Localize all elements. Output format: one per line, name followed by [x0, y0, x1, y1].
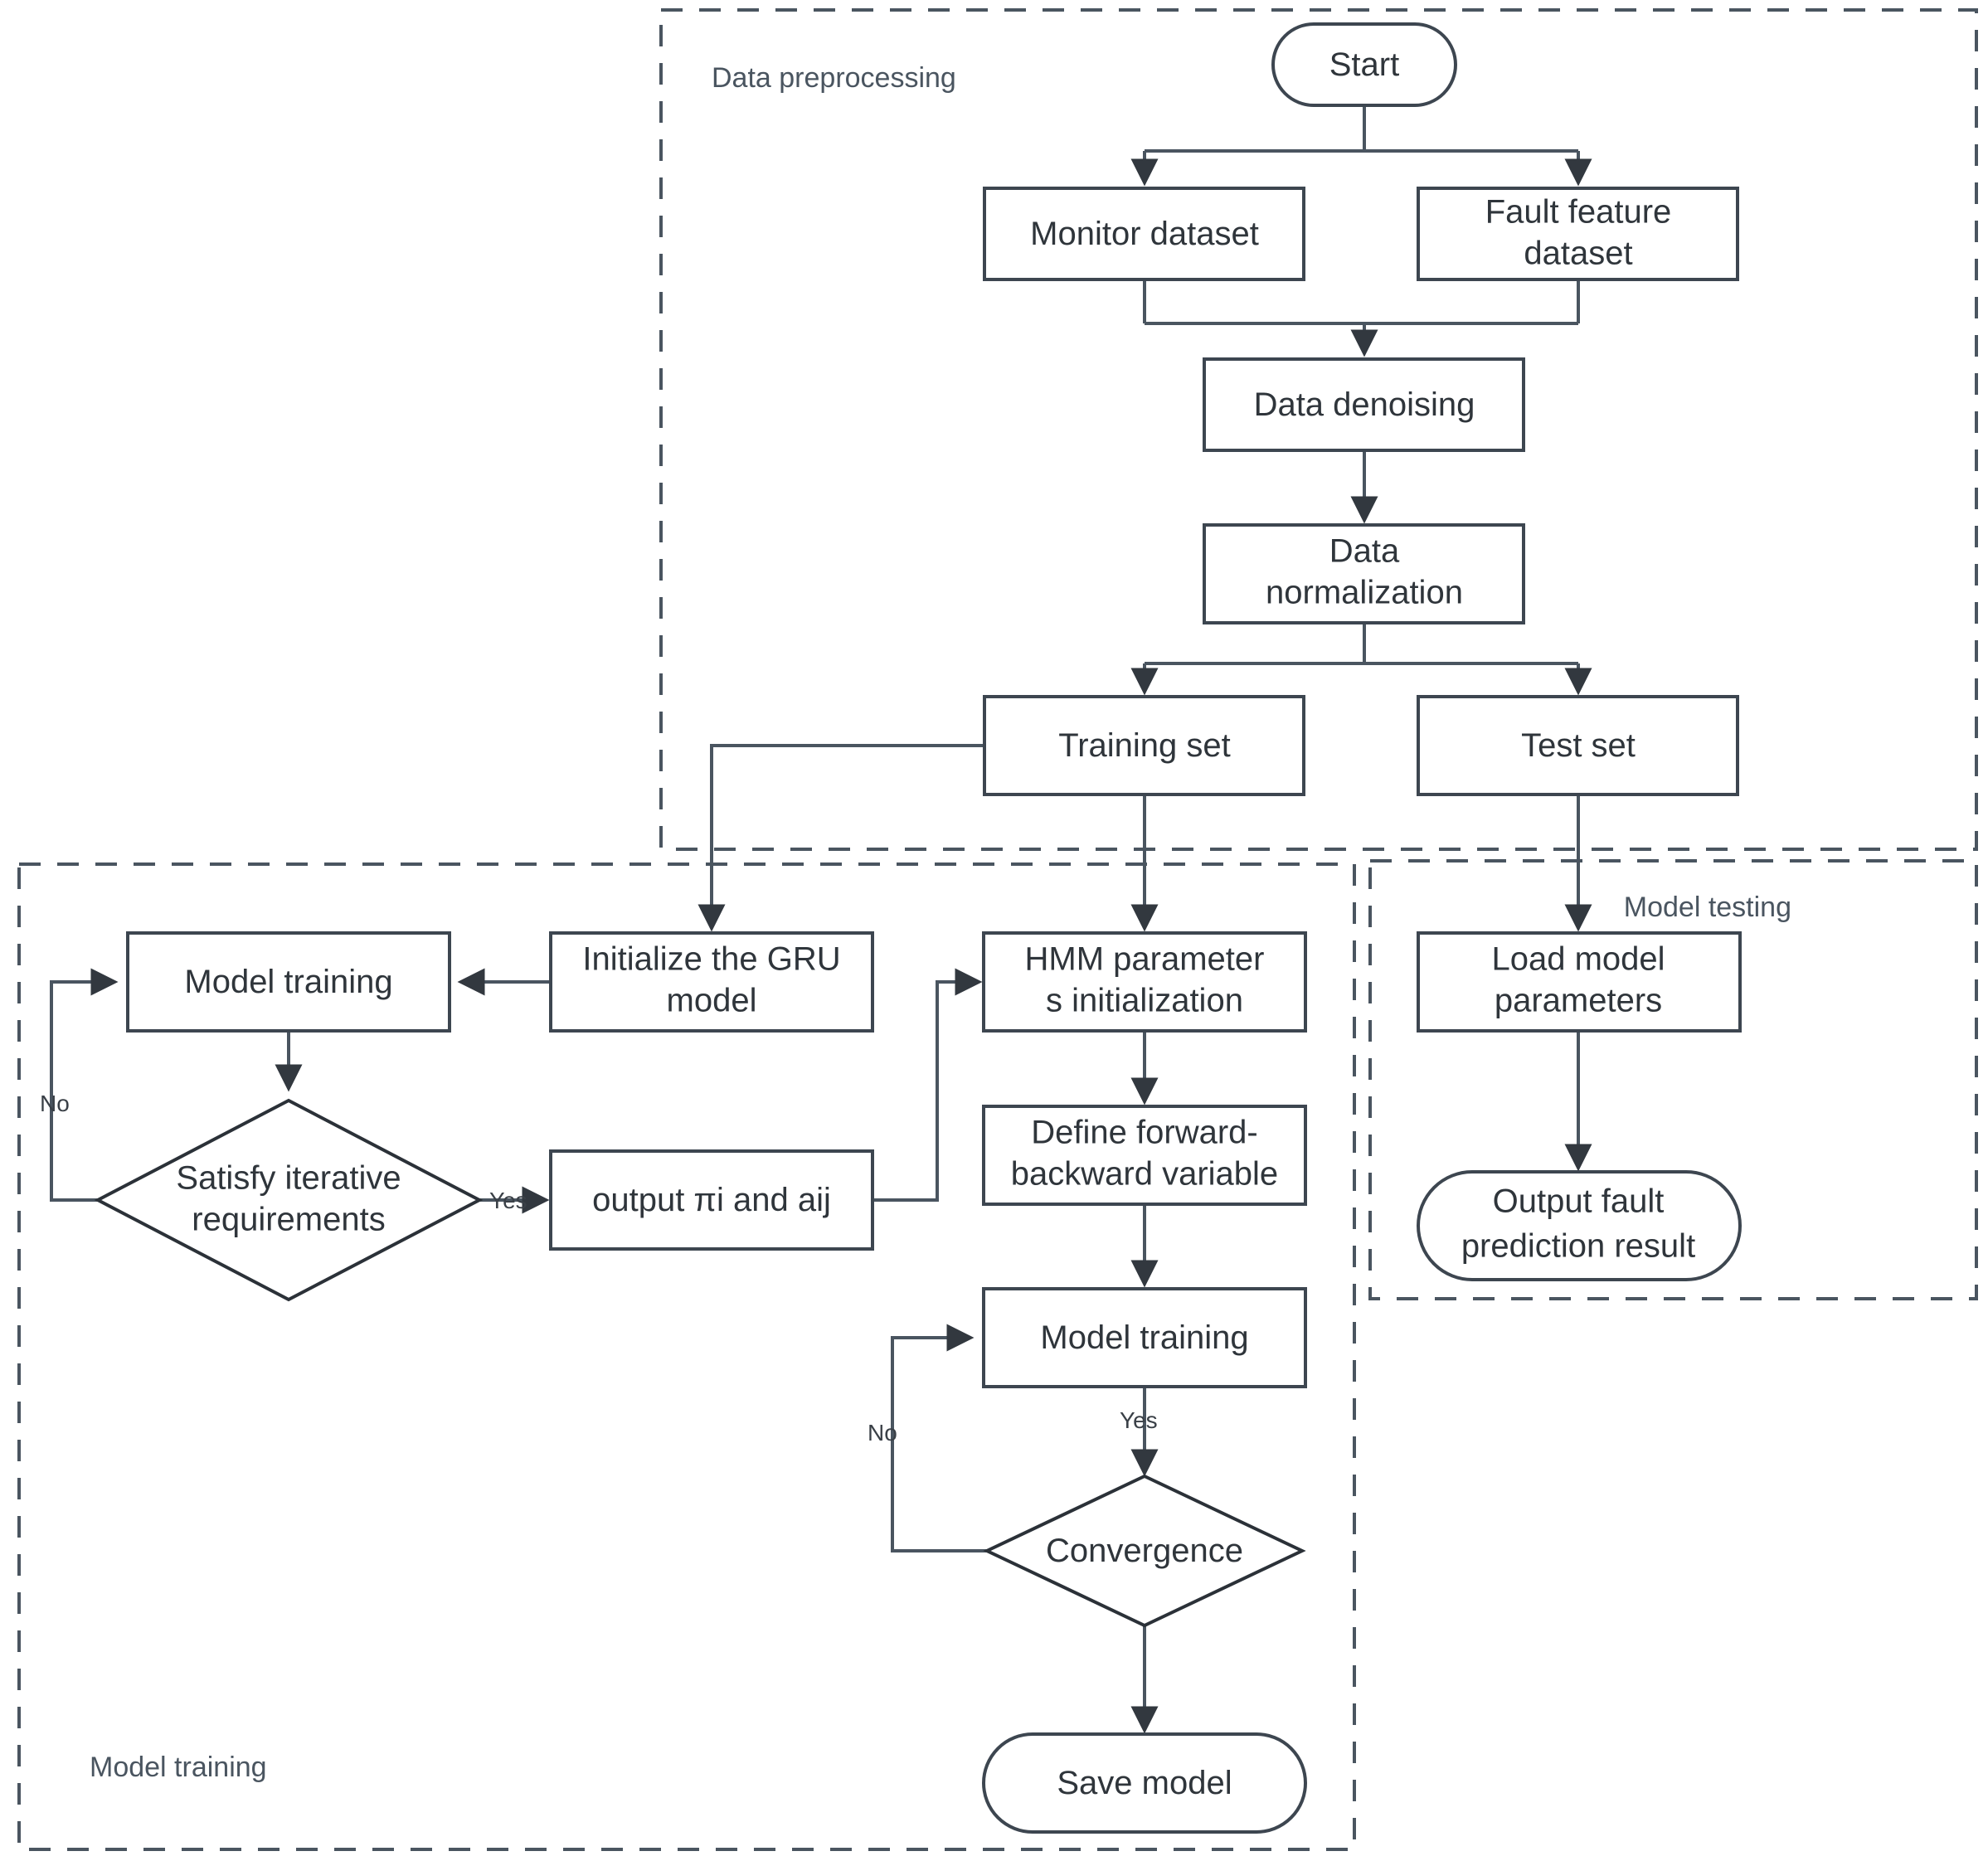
node-save-model-label: Save model — [1057, 1765, 1232, 1801]
svg-text:Monitor dataset: Monitor dataset — [1030, 216, 1259, 252]
node-satisfy-iterative-requirements[interactable]: Satisfy iterative requirements — [94, 1098, 484, 1302]
node-model-training-hmm-label: Model training — [1040, 1319, 1248, 1356]
node-fault-feature-dataset-label-line1: Fault feature — [1485, 194, 1672, 231]
node-output-fault-prediction-result[interactable]: Output fault prediction result — [1417, 1170, 1742, 1281]
node-model-training-hmm[interactable]: Model training — [982, 1287, 1307, 1388]
svg-text:Save model: Save model — [1057, 1765, 1232, 1801]
edge-trainset-gru — [698, 744, 984, 932]
node-data-denoising[interactable]: Data denoising — [1203, 357, 1525, 452]
nodes: Start Monitor dataset Fault feature data… — [94, 22, 1742, 1834]
node-convergence-label: Convergence — [1046, 1533, 1243, 1569]
group-box-model-training — [17, 862, 1356, 1851]
node-output-result-label-line1: Output fault — [1493, 1183, 1665, 1220]
node-monitor-dataset[interactable]: Monitor dataset — [983, 187, 1305, 281]
svg-text:Model training: Model training — [1040, 1319, 1248, 1356]
group-box-model-testing — [1368, 859, 1978, 1300]
edge-start-split — [1145, 105, 1578, 153]
node-save-model[interactable]: Save model — [982, 1732, 1307, 1834]
edge-label-gru-no: No — [40, 1091, 70, 1116]
svg-text:Data denoising: Data denoising — [1254, 386, 1475, 423]
node-output-result-label-line2: prediction result — [1461, 1228, 1695, 1265]
node-data-denoising-label: Data denoising — [1254, 386, 1475, 423]
svg-text:Training set: Training set — [1058, 727, 1231, 764]
edge-decision-no-loop — [50, 968, 119, 1202]
svg-text:output πi and aij: output πi and aij — [592, 1182, 831, 1218]
node-load-params-label-line2: parameters — [1495, 983, 1662, 1019]
node-initialize-gru-model-label-line1: Initialize the GRU — [582, 941, 840, 978]
edge-convergence-no-loop — [891, 1324, 987, 1552]
group-label-data-preprocessing: Data preprocessing — [712, 62, 956, 94]
node-output-pi-aij[interactable]: output πi and aij — [549, 1149, 874, 1251]
node-data-normalization[interactable]: Data normalization — [1203, 523, 1525, 624]
group-label-model-testing: Model testing — [1624, 892, 1791, 923]
edge-datasets-merge — [1143, 279, 1580, 338]
edge-label-hmm-yes: Yes — [1120, 1407, 1158, 1433]
svg-text:Convergence: Convergence — [1046, 1533, 1243, 1569]
node-load-params-label-line1: Load model — [1491, 941, 1665, 978]
node-start-label: Start — [1329, 46, 1399, 83]
node-hmm-init-label-line1: HMM parameter — [1025, 941, 1265, 978]
svg-text:Test set: Test set — [1521, 727, 1636, 764]
node-start[interactable]: Start — [1271, 22, 1457, 107]
node-convergence[interactable]: Convergence — [983, 1474, 1306, 1628]
node-training-set-label: Training set — [1058, 727, 1231, 764]
group-label-model-training: Model training — [90, 1752, 267, 1783]
node-fault-feature-dataset[interactable]: Fault feature dataset — [1417, 187, 1739, 281]
node-hmm-init-label-line2: s initialization — [1046, 983, 1243, 1019]
node-hmm-parameters-initialization[interactable]: HMM parameter s initialization — [982, 931, 1307, 1033]
node-test-set[interactable]: Test set — [1417, 695, 1739, 796]
edge-labels: No Yes No Yes — [40, 1091, 1158, 1446]
edge-label-gru-yes: Yes — [489, 1188, 527, 1213]
node-model-training-gru[interactable]: Model training — [126, 931, 451, 1033]
connectors — [50, 105, 1592, 1734]
node-output-pi-aij-label: output πi and aij — [592, 1182, 831, 1218]
edge-label-hmm-no: No — [868, 1420, 897, 1446]
node-load-model-parameters[interactable]: Load model parameters — [1417, 931, 1742, 1033]
node-fwbw-label-line2: backward variable — [1011, 1156, 1278, 1193]
group-box-preprocessing — [659, 8, 1978, 851]
svg-text:Start: Start — [1329, 46, 1399, 83]
edge-output-hmminit — [872, 968, 983, 1202]
node-training-set[interactable]: Training set — [983, 695, 1305, 796]
node-model-training-gru-label: Model training — [184, 964, 392, 1000]
node-fwbw-label-line1: Define forward- — [1031, 1115, 1257, 1151]
node-monitor-dataset-label: Monitor dataset — [1030, 216, 1259, 252]
node-initialize-gru-model[interactable]: Initialize the GRU model — [549, 931, 874, 1033]
node-define-forward-backward-variable[interactable]: Define forward- backward variable — [982, 1105, 1307, 1206]
group-labels: Data preprocessing Model training Model … — [90, 62, 1791, 1783]
group-boxes — [17, 8, 1978, 1851]
node-fault-feature-dataset-label-line2: dataset — [1524, 236, 1632, 272]
node-test-set-label: Test set — [1521, 727, 1636, 764]
edge-normalize-split — [1145, 623, 1578, 665]
node-data-normalization-label-line1: Data — [1329, 533, 1400, 570]
node-satisfy-iterative-label-line2: requirements — [192, 1202, 385, 1238]
svg-text:Model training: Model training — [184, 964, 392, 1000]
node-data-normalization-label-line2: normalization — [1266, 575, 1463, 611]
node-initialize-gru-model-label-line2: model — [667, 983, 757, 1019]
node-satisfy-iterative-label-line1: Satisfy iterative — [176, 1160, 401, 1197]
